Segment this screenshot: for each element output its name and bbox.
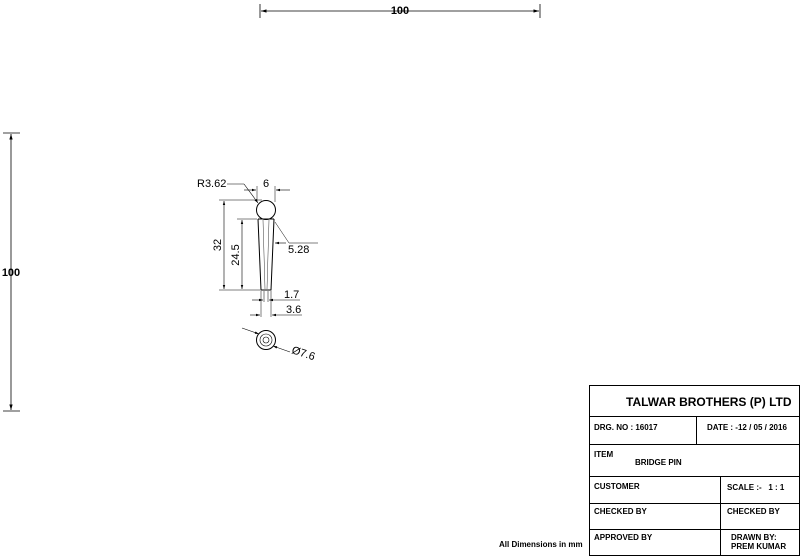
overall-width-label: 100 bbox=[391, 5, 409, 17]
taper-length-label: 24.5 bbox=[230, 244, 242, 265]
checked-by-right-cell: CHECKED BY bbox=[721, 504, 799, 530]
ball-width-dimension: 6 bbox=[244, 178, 290, 202]
item-cell: ITEM BRIDGE PIN bbox=[590, 445, 799, 477]
overall-width-dimension: 100 bbox=[259, 4, 541, 18]
bridge-pin-end-view: Ø7.6 bbox=[241, 327, 316, 363]
bridge-pin-side-view bbox=[256, 200, 276, 291]
drawn-by-label: DRAWN BY: bbox=[731, 533, 777, 542]
customer-label: CUSTOMER bbox=[594, 482, 640, 491]
scale-cell: SCALE :- 1 : 1 bbox=[721, 477, 799, 504]
tip-extension-lines bbox=[260, 291, 272, 317]
approved-by-label: APPROVED BY bbox=[594, 533, 653, 542]
top-diameter-callout: 5.28 bbox=[274, 221, 318, 256]
tip-small-label: 1.7 bbox=[284, 289, 299, 301]
date-cell: DATE : -12 / 05 / 2016 bbox=[697, 417, 799, 445]
item-label: ITEM bbox=[594, 450, 614, 459]
title-block-company-row: TALWAR BROTHERS (P) LTD bbox=[590, 386, 799, 417]
drawing-number-cell: DRG. NO : 16017 bbox=[590, 417, 697, 445]
item-value: BRIDGE PIN bbox=[635, 458, 682, 467]
checked-by-left-cell: CHECKED BY bbox=[590, 504, 721, 530]
taper-length-dimension: 24.5 bbox=[230, 218, 257, 289]
overall-height-label: 100 bbox=[2, 267, 20, 279]
total-length-label: 32 bbox=[212, 239, 224, 251]
drawn-by-cell: DRAWN BY: PREM KUMAR bbox=[721, 530, 799, 555]
overall-height-dimension: 100 bbox=[2, 132, 20, 412]
approved-by-cell: APPROVED BY bbox=[590, 530, 721, 555]
units-note: All Dimensions in mm bbox=[499, 540, 583, 549]
scale-label: SCALE :- 1 : 1 bbox=[727, 483, 785, 492]
ball-radius-callout: R3.62 bbox=[197, 178, 259, 204]
drawing-date: DATE : -12 / 05 / 2016 bbox=[707, 423, 787, 432]
total-length-dimension: 32 bbox=[212, 199, 262, 291]
tip-small-dimension: 1.7 bbox=[252, 289, 300, 302]
title-block: TALWAR BROTHERS (P) LTD DRG. NO : 16017 … bbox=[589, 385, 800, 556]
customer-cell: CUSTOMER bbox=[590, 477, 721, 504]
company-name: TALWAR BROTHERS (P) LTD bbox=[626, 395, 792, 409]
top-diameter-label: 5.28 bbox=[288, 244, 309, 256]
ball-width-label: 6 bbox=[263, 178, 269, 190]
end-view-diameter-label: Ø7.6 bbox=[290, 344, 316, 363]
drawn-by-name: PREM KUMAR bbox=[731, 542, 787, 551]
checked-by-left-label: CHECKED BY bbox=[594, 507, 647, 516]
ball-radius-label: R3.62 bbox=[197, 178, 226, 190]
checked-by-right-label: CHECKED BY bbox=[727, 507, 780, 516]
tip-large-dimension: 3.6 bbox=[250, 304, 302, 317]
tip-large-label: 3.6 bbox=[286, 304, 301, 316]
drawing-number: DRG. NO : 16017 bbox=[594, 423, 658, 432]
